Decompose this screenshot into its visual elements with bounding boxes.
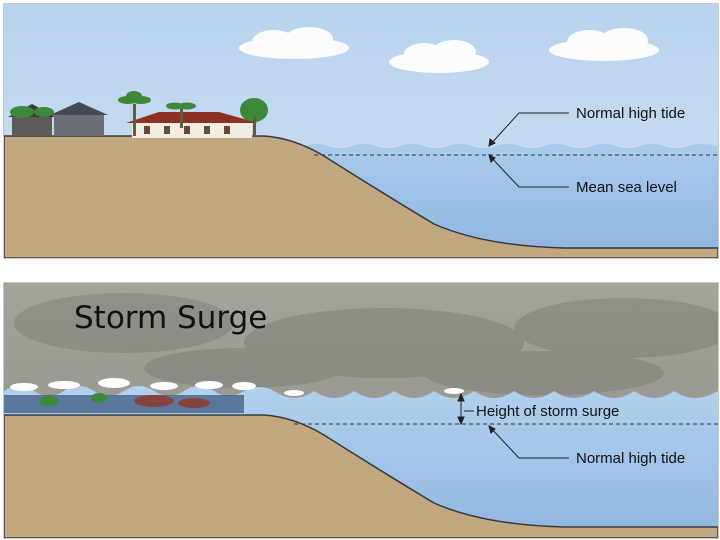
normal-high-tide-label: Normal high tide xyxy=(576,105,685,122)
flooded-houses-debris xyxy=(4,393,244,413)
normal-conditions-panel: Normal high tide Mean sea level xyxy=(3,3,719,259)
normal-conditions-diagram: Normal high tide Mean sea level xyxy=(4,4,718,258)
storm-surge-diagram: Storm Surge Height of storm surge Normal… xyxy=(4,283,718,538)
height-of-storm-surge-label: Height of storm surge xyxy=(476,403,619,420)
normal-high-tide-label: Normal high tide xyxy=(576,450,685,467)
mean-sea-level-label: Mean sea level xyxy=(576,179,677,196)
diagram-title: Storm Surge xyxy=(74,300,267,336)
storm-surge-panel: Storm Surge Height of storm surge Normal… xyxy=(3,282,719,539)
